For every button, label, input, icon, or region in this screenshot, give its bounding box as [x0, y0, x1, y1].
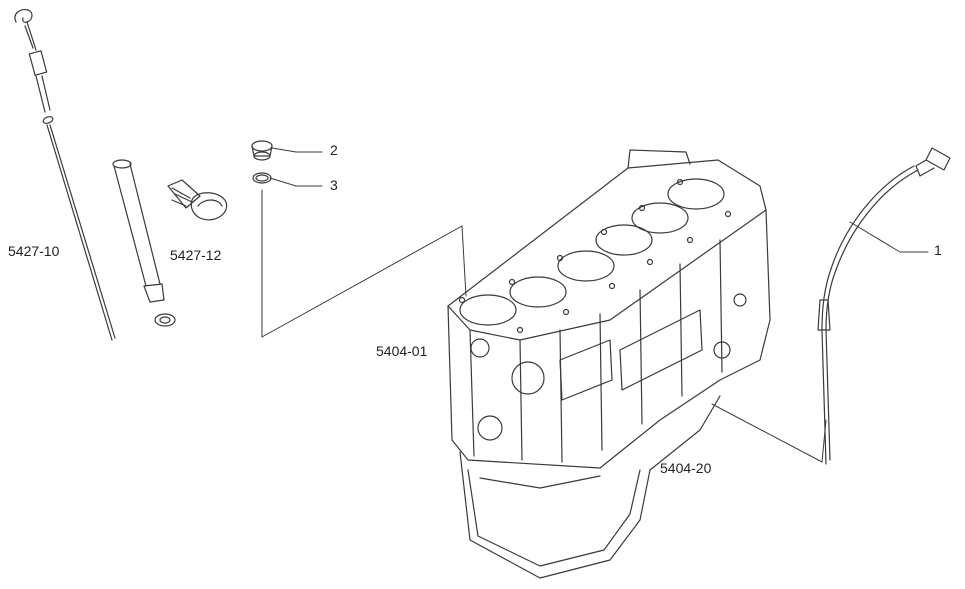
- label-bracket: 5427-12: [170, 247, 222, 263]
- engine-block-part: [447, 149, 771, 469]
- label-plug: 2: [330, 142, 338, 158]
- label-seal-ring: 3: [330, 177, 338, 193]
- guide-tube-part: [112, 159, 176, 327]
- dipstick-part: [14, 9, 116, 341]
- label-block: 5404-01: [376, 343, 428, 359]
- label-dipstick: 5427-10: [8, 243, 60, 259]
- oil-pan-part: [459, 395, 721, 579]
- label-sensor: 1: [934, 242, 942, 258]
- leader-lines: [261, 147, 929, 463]
- seal-ring-part: [252, 172, 272, 184]
- sensor-part: [817, 147, 951, 465]
- plug-part: [251, 140, 273, 161]
- bracket-part: [167, 179, 228, 221]
- label-oil-pan: 5404-20: [660, 460, 712, 476]
